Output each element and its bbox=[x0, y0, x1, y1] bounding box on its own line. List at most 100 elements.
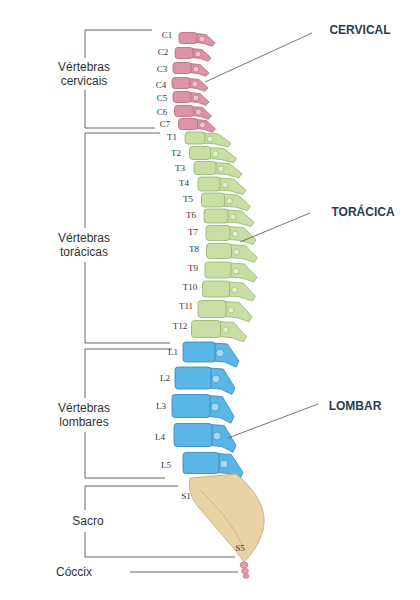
spine-column bbox=[172, 33, 264, 579]
vertebral-body bbox=[198, 177, 220, 191]
region-label: Sacro bbox=[70, 513, 105, 529]
vertebral-body bbox=[172, 78, 190, 89]
vertebra-process bbox=[191, 49, 211, 62]
sacrum-ridge bbox=[200, 490, 242, 545]
vertebra bbox=[183, 342, 239, 367]
vertebra-label: L5 bbox=[161, 460, 171, 471]
vertebra-process bbox=[203, 133, 231, 147]
vertebral-body bbox=[183, 453, 219, 474]
vertebra-process bbox=[226, 210, 254, 227]
vertebra-process bbox=[228, 282, 256, 301]
vertebra-facet bbox=[193, 66, 199, 72]
region-label: Cóccix bbox=[54, 564, 94, 580]
vertebra-label: S1 bbox=[181, 491, 191, 502]
vertebra-process bbox=[218, 178, 246, 195]
vertebra-label: T8 bbox=[189, 244, 199, 255]
coccyx-segment bbox=[243, 574, 249, 579]
vertebra-facet bbox=[230, 214, 236, 220]
vertebra-facet bbox=[216, 349, 224, 357]
vertebra-facet bbox=[232, 231, 238, 237]
vertebra-process bbox=[188, 79, 208, 92]
coccyx-line bbox=[130, 572, 238, 573]
vertebra bbox=[175, 106, 212, 120]
vertebral-body bbox=[198, 301, 226, 318]
vertebra-process bbox=[224, 302, 252, 322]
vertebra bbox=[205, 262, 257, 282]
vertebra-facet bbox=[207, 136, 213, 142]
vertebra-label: L2 bbox=[160, 373, 170, 384]
vertebra-process bbox=[209, 368, 235, 395]
vertebra-label: C7 bbox=[160, 119, 171, 130]
vertebral-body bbox=[204, 209, 228, 223]
vertebra bbox=[179, 33, 215, 47]
callout-label: LOMBAR bbox=[329, 399, 382, 413]
vertebral-body bbox=[192, 321, 221, 338]
vertebra-process bbox=[213, 343, 239, 367]
vertebra-facet bbox=[213, 151, 219, 157]
vertebra-facet bbox=[199, 36, 205, 42]
vertebra-process bbox=[214, 163, 242, 178]
vertebra-label: T9 bbox=[188, 263, 198, 274]
vertebra-process bbox=[230, 245, 258, 263]
leader-line bbox=[228, 404, 318, 438]
vertebra-facet bbox=[212, 375, 220, 383]
brackets bbox=[85, 30, 238, 572]
vertebra bbox=[173, 92, 209, 106]
coccyx-segment bbox=[242, 568, 249, 574]
vertebra-label: T7 bbox=[188, 227, 198, 238]
vertebral-body bbox=[203, 281, 230, 297]
vertebra bbox=[190, 147, 237, 163]
vertebral-body bbox=[190, 147, 211, 160]
leader-line bbox=[205, 33, 312, 82]
vertebra-facet bbox=[193, 95, 199, 101]
vertebral-body bbox=[173, 92, 191, 103]
vertebra-facet bbox=[220, 460, 228, 468]
vertebra-process bbox=[192, 107, 212, 120]
vertebra bbox=[192, 321, 247, 342]
vertebral-body bbox=[175, 48, 193, 59]
region-label: Vértebras lombares bbox=[41, 400, 127, 431]
region-label: Vértebras cervicais bbox=[41, 59, 127, 90]
vertebral-body bbox=[179, 33, 197, 44]
vertebra-label: T1 bbox=[167, 132, 177, 143]
vertebra-facet bbox=[196, 109, 202, 115]
sacrum-bracket bbox=[85, 486, 235, 557]
vertebra-facet bbox=[211, 403, 219, 411]
vertebra-process bbox=[229, 263, 257, 282]
vertebra-label: T6 bbox=[186, 210, 196, 221]
vertebra-facet bbox=[223, 327, 229, 333]
vertebra bbox=[202, 193, 251, 211]
vertebra-process bbox=[209, 148, 237, 163]
vertebral-body bbox=[202, 193, 225, 207]
vertebral-body bbox=[183, 342, 215, 362]
vertebra bbox=[198, 177, 246, 195]
vertebra-facet bbox=[233, 268, 239, 274]
vertebra bbox=[185, 132, 231, 147]
vertebra-facet bbox=[192, 81, 198, 87]
vertebra-label: C6 bbox=[157, 107, 168, 118]
vertebra-facet bbox=[200, 122, 206, 128]
vertebra-facet bbox=[227, 198, 233, 204]
coccyx-segment bbox=[240, 562, 248, 568]
vertebra bbox=[174, 424, 236, 453]
vertebra-label: C1 bbox=[162, 30, 173, 41]
vertebral-body bbox=[207, 244, 232, 259]
vertebra-process bbox=[189, 64, 209, 77]
sacrum-shape bbox=[189, 474, 264, 562]
vertebral-body bbox=[179, 119, 198, 130]
vertebra-facet bbox=[218, 166, 224, 172]
vertebra-process bbox=[195, 34, 215, 47]
vertebra-process bbox=[210, 425, 236, 453]
vertebral-body bbox=[174, 424, 212, 447]
vertebra bbox=[204, 209, 254, 227]
vertebra-label: L1 bbox=[168, 347, 178, 358]
vertebra-facet bbox=[228, 307, 234, 313]
vertebral-body bbox=[175, 106, 194, 117]
vertebra-label: C5 bbox=[157, 93, 168, 104]
vertebra-label: L4 bbox=[155, 432, 165, 443]
vertebral-body bbox=[194, 162, 216, 175]
vertebra-label: C3 bbox=[157, 64, 168, 75]
vertebra-label: T4 bbox=[179, 178, 189, 189]
